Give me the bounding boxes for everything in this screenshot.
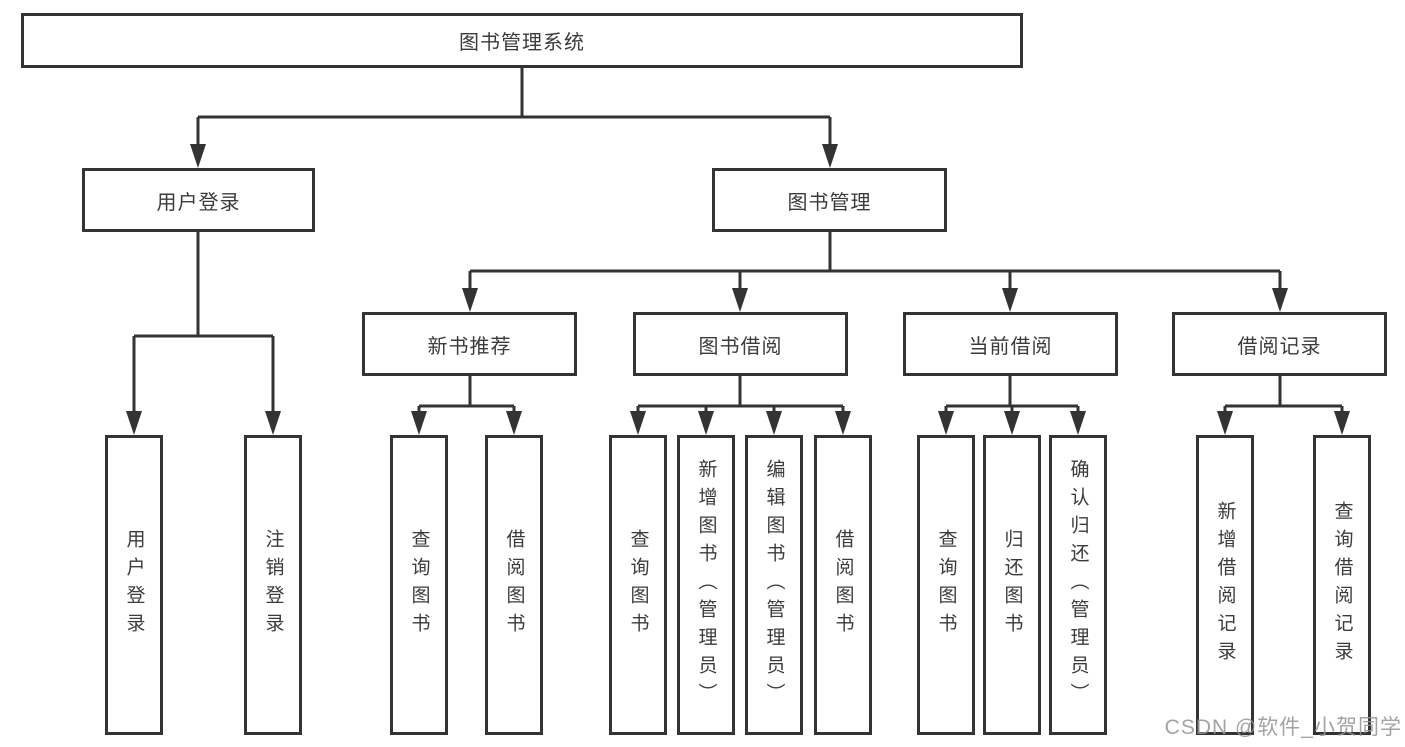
node-query-book-current-label: 查询图书 [935, 529, 957, 641]
node-query-book-borrowing: 查询图书 [609, 435, 667, 735]
arrowheads [126, 144, 1350, 435]
node-logout-label: 注销登录 [262, 529, 284, 641]
node-confirm-return-admin-label: 确认归还（管理员） [1067, 459, 1089, 711]
node-add-borrow-record-label: 新增借阅记录 [1214, 501, 1236, 669]
node-query-borrow-record-label: 查询借阅记录 [1331, 501, 1353, 669]
csdn-watermark: CSDN @软件_小贺同学 [1164, 716, 1402, 739]
node-book-management: 图书管理 [712, 168, 947, 232]
node-query-borrow-record: 查询借阅记录 [1313, 435, 1371, 735]
node-borrow-book-recommend-label: 借阅图书 [503, 529, 525, 641]
node-borrowing-records: 借阅记录 [1172, 312, 1387, 376]
node-query-book-recommend-label: 查询图书 [408, 529, 430, 641]
node-borrow-book: 借阅图书 [814, 435, 872, 735]
node-query-book-current: 查询图书 [917, 435, 975, 735]
node-query-book-borrowing-label: 查询图书 [627, 529, 649, 641]
node-book-borrowing: 图书借阅 [633, 312, 848, 376]
node-return-book: 归还图书 [983, 435, 1041, 735]
node-user-login: 用户登录 [82, 168, 315, 232]
node-confirm-return-admin: 确认归还（管理员） [1049, 435, 1107, 735]
node-book-management-label: 图书管理 [787, 191, 872, 214]
node-add-borrow-record: 新增借阅记录 [1196, 435, 1254, 735]
node-user-login-action-label: 用户登录 [123, 529, 145, 641]
node-borrowing-records-label: 借阅记录 [1237, 335, 1322, 358]
node-logout: 注销登录 [244, 435, 302, 735]
node-new-book-recommend: 新书推荐 [362, 312, 577, 376]
node-borrow-book-label: 借阅图书 [832, 529, 854, 641]
node-query-book-recommend: 查询图书 [390, 435, 448, 735]
node-edit-book-admin-label: 编辑图书（管理员） [763, 459, 785, 711]
node-root: 图书管理系统 [21, 13, 1023, 68]
node-root-label: 图书管理系统 [459, 32, 585, 54]
node-add-book-admin-label: 新增图书（管理员） [695, 459, 717, 711]
node-borrow-book-recommend: 借阅图书 [485, 435, 543, 735]
node-user-login-label: 用户登录 [156, 191, 241, 214]
node-user-login-action: 用户登录 [105, 435, 163, 735]
node-book-borrowing-label: 图书借阅 [698, 335, 783, 358]
node-edit-book-admin: 编辑图书（管理员） [745, 435, 803, 735]
node-add-book-admin: 新增图书（管理员） [677, 435, 735, 735]
node-new-book-recommend-label: 新书推荐 [427, 335, 512, 358]
node-return-book-label: 归还图书 [1001, 529, 1023, 641]
connector-path [132, 68, 1344, 413]
node-current-borrowing: 当前借阅 [903, 312, 1118, 376]
node-current-borrowing-label: 当前借阅 [968, 335, 1053, 358]
